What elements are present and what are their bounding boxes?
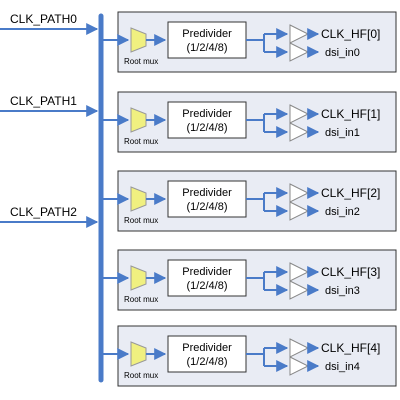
predivider-title: Predivider — [182, 28, 232, 40]
root-mux-label: Root mux — [124, 371, 158, 380]
clk-hf-label: CLK_HF[3] — [321, 265, 380, 279]
dsi-in-label: dsi_in3 — [325, 285, 360, 297]
root-mux — [130, 27, 147, 53]
clock-block: Root mux Predivider (1/2/4/8) CLK_HF[3] dsi_… — [101, 249, 397, 311]
root-mux-label: Root mux — [124, 216, 158, 225]
predivider-ratio: (1/2/4/8) — [187, 122, 228, 134]
clk-hf-label: CLK_HF[4] — [321, 341, 380, 355]
dsi-in-label: dsi_in0 — [325, 47, 360, 59]
predivider-title: Predivider — [182, 108, 232, 120]
clk-path-label: CLK_PATH0 — [10, 12, 77, 26]
root-mux — [130, 107, 147, 133]
block-frame — [117, 170, 397, 232]
block-frame — [117, 11, 397, 73]
clk-hf-label: CLK_HF[2] — [321, 186, 380, 200]
clk-path-label: CLK_PATH1 — [10, 94, 77, 108]
dsi-buffer — [289, 280, 310, 300]
dsi-buffer — [289, 122, 310, 142]
clk-hf-label: CLK_HF[0] — [321, 27, 380, 41]
clk-buffer — [289, 338, 310, 358]
clock-block: Root mux Predivider (1/2/4/8) CLK_HF[2] dsi_… — [101, 170, 397, 232]
root-mux-label: Root mux — [124, 295, 158, 304]
predivider-title: Predivider — [182, 266, 232, 278]
clk-buffer — [289, 262, 310, 282]
clk-buffer — [289, 183, 310, 203]
clk-path-input: CLK_PATH0 — [0, 12, 99, 35]
clk-buffer — [289, 104, 310, 124]
root-mux — [130, 186, 147, 212]
clk-hf-label: CLK_HF[1] — [321, 107, 380, 121]
clock-block: Root mux Predivider (1/2/4/8) CLK_HF[4] dsi_… — [101, 325, 397, 387]
clk-path-input: CLK_PATH2 — [0, 205, 99, 228]
dsi-buffer — [289, 201, 310, 221]
predivider-box — [167, 335, 247, 373]
clock-block: Root mux Predivider (1/2/4/8) CLK_HF[0] dsi_… — [101, 11, 397, 73]
root-mux — [130, 265, 147, 291]
block-frame — [117, 91, 397, 153]
block-frame — [117, 249, 397, 311]
predivider-ratio: (1/2/4/8) — [187, 42, 228, 54]
clock-block: Root mux Predivider (1/2/4/8) CLK_HF[1] dsi_… — [101, 91, 397, 153]
predivider-title: Predivider — [182, 342, 232, 354]
root-mux-label: Root mux — [124, 57, 158, 66]
block-frame — [117, 325, 397, 387]
clk-path-input: CLK_PATH1 — [0, 94, 99, 117]
clk-path-label: CLK_PATH2 — [10, 205, 77, 219]
dsi-buffer — [289, 42, 310, 62]
predivider-title: Predivider — [182, 187, 232, 199]
dsi-buffer — [289, 356, 310, 376]
predivider-box — [167, 180, 247, 218]
predivider-ratio: (1/2/4/8) — [187, 356, 228, 368]
predivider-ratio: (1/2/4/8) — [187, 201, 228, 213]
root-mux-label: Root mux — [124, 137, 158, 146]
predivider-ratio: (1/2/4/8) — [187, 280, 228, 292]
dsi-in-label: dsi_in4 — [325, 361, 360, 373]
dsi-in-label: dsi_in1 — [325, 127, 360, 139]
clk-buffer — [289, 24, 310, 44]
root-mux — [130, 341, 147, 367]
dsi-in-label: dsi_in2 — [325, 206, 360, 218]
